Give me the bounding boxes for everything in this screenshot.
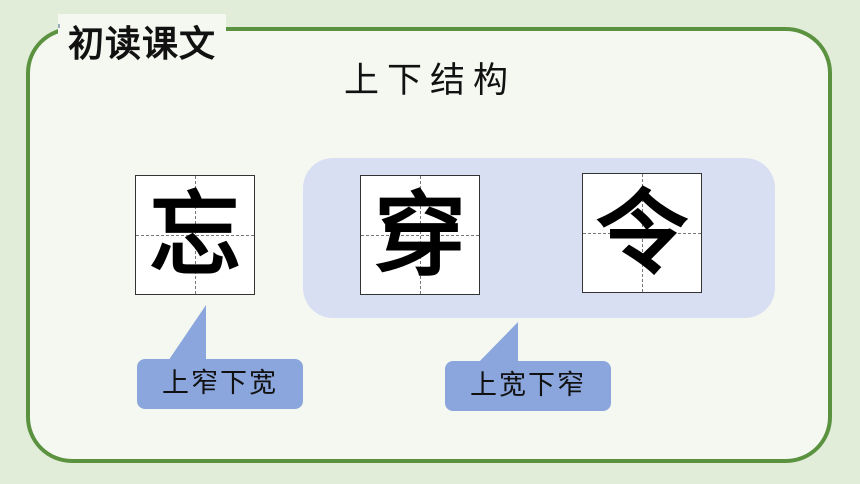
callout-label: 上窄下宽 xyxy=(137,359,303,409)
character-grid-2: 穿 xyxy=(360,175,480,295)
character-grid-3: 令 xyxy=(582,173,702,293)
character-glyph: 令 xyxy=(595,179,688,287)
character-glyph: 忘 xyxy=(148,181,241,289)
slide-title: 上下结构 xyxy=(343,61,516,101)
decorative-dot xyxy=(58,24,60,28)
section-label-text: 初读课文 xyxy=(68,24,217,65)
grid-guide-vertical xyxy=(642,174,643,292)
grid-guide-vertical xyxy=(195,176,196,294)
character-grid-1: 忘 xyxy=(135,175,255,295)
character-glyph: 穿 xyxy=(373,181,466,289)
callout-label: 上宽下窄 xyxy=(445,361,611,411)
grid-guide-vertical xyxy=(420,176,421,294)
callout-tail xyxy=(164,305,206,367)
callout-tail xyxy=(474,322,518,367)
section-label: 初读课文 xyxy=(58,14,227,72)
